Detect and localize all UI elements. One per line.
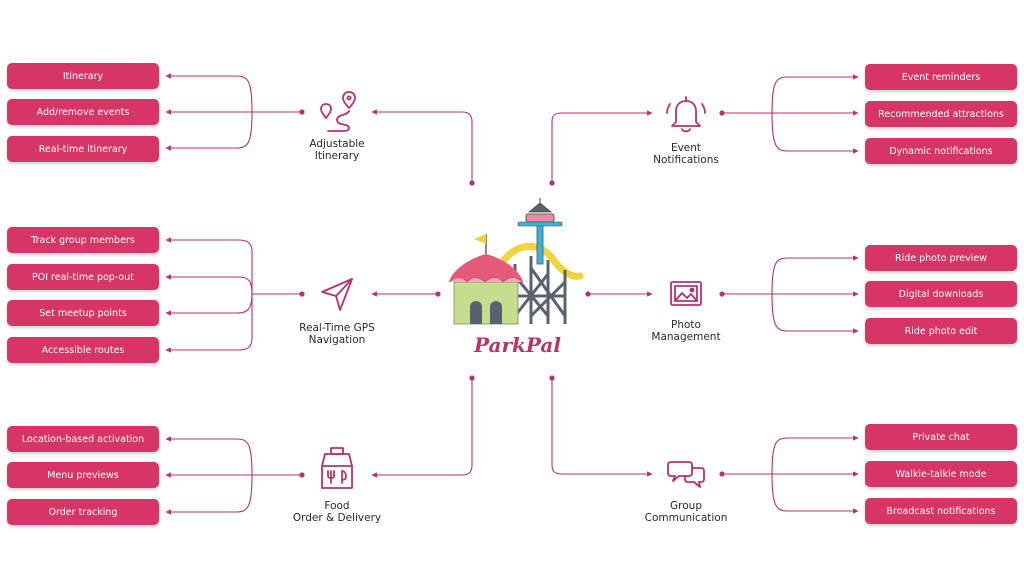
photo-icon [670, 281, 702, 306]
group-item-2[interactable]: Walkie-talkie mode [865, 461, 1017, 487]
itinerary-item-3[interactable]: Real-time itinerary [7, 136, 159, 162]
connector-events-3 [771, 112, 859, 154]
connector-gps-4 [165, 294, 253, 353]
feature-title-itinerary: Adjustable Itinerary [272, 138, 402, 162]
connector-photo-1 [771, 255, 859, 295]
connector-itinerary-1 [165, 73, 253, 113]
hub-dot-center-bl [469, 375, 475, 381]
food-item-1[interactable]: Location-based activation [7, 426, 159, 452]
group-item-1[interactable]: Private chat [865, 424, 1017, 450]
feature-title-food-line1: Food [324, 500, 350, 512]
bell-icon [666, 96, 706, 133]
gps-item-4[interactable]: Accessible routes [7, 337, 159, 363]
feature-title-photo-line1: Photo [671, 319, 701, 331]
hub-dot-itinerary [299, 109, 305, 115]
hub-dot-center-br [549, 375, 555, 381]
feature-title-gps-line2: Navigation [308, 334, 366, 346]
connector-itinerary-3 [165, 111, 253, 151]
feature-title-group-line2: Communication [644, 512, 728, 524]
connector-group-1 [771, 435, 859, 475]
itinerary-item-1[interactable]: Itinerary [7, 63, 159, 89]
hub-dot-food [299, 472, 305, 478]
gps-item-1[interactable]: Track group members [7, 227, 159, 253]
connector-food-3 [165, 474, 253, 515]
hub-dot-photo [719, 291, 725, 297]
chat-bubbles-icon [667, 461, 705, 488]
link-center-to-food [371, 378, 473, 478]
events-item-3[interactable]: Dynamic notifications [865, 138, 1017, 164]
photo-item-1[interactable]: Ride photo preview [865, 245, 1017, 271]
brand-logo-text: ParkPal [474, 333, 561, 357]
feature-title-events-line2: Notifications [653, 154, 719, 166]
connector-gps-2 [165, 274, 253, 295]
connector-lines [165, 73, 859, 515]
feature-title-photo-line2: Management [651, 331, 721, 343]
gps-item-3[interactable]: Set meetup points [7, 300, 159, 326]
hub-dot-events [719, 110, 725, 116]
events-item-1[interactable]: Event reminders [865, 64, 1017, 90]
amusement-park-illustration [448, 198, 584, 325]
photo-item-2[interactable]: Digital downloads [865, 281, 1017, 307]
connector-gps-1 [165, 237, 253, 294]
connector-food-1 [165, 436, 253, 476]
link-center-to-group [551, 378, 653, 477]
feature-title-events-line1: Event [670, 142, 702, 154]
group-item-3[interactable]: Broadcast notifications [865, 498, 1017, 524]
feature-title-itinerary-line2: Itinerary [314, 150, 360, 162]
photo-item-3[interactable]: Ride photo edit [865, 318, 1017, 344]
food-item-3[interactable]: Order tracking [7, 499, 159, 525]
hub-dot-gps [299, 291, 305, 297]
connector-gps-3 [165, 293, 253, 316]
hub-dot-center-tr [549, 180, 555, 186]
feature-title-itinerary-line1: Adjustable [309, 138, 365, 150]
gps-item-2[interactable]: POI real-time pop-out [7, 264, 159, 290]
hub-dot-center-tl [469, 180, 475, 186]
feature-title-gps: Real-Time GPS Navigation [272, 322, 402, 346]
hub-dot-group [719, 471, 725, 477]
itinerary-item-2[interactable]: Add/remove events [7, 99, 159, 125]
navigation-arrow-icon [321, 278, 353, 311]
connector-group-3 [771, 473, 859, 514]
events-item-2[interactable]: Recommended attractions [865, 101, 1017, 127]
link-center-to-events [551, 110, 653, 183]
connector-events-1 [771, 74, 859, 114]
feature-title-food: Food Order & Delivery [272, 500, 402, 524]
hub-dot-center-r [585, 291, 591, 297]
feature-title-group-line1: Group [670, 500, 702, 512]
feature-title-food-line2: Order & Delivery [292, 512, 382, 524]
feature-title-events: Event Notifications [621, 142, 751, 166]
route-icon [320, 91, 356, 132]
hub-dot-center-l [435, 291, 441, 297]
connector-photo-3 [771, 293, 859, 334]
hub-dots [299, 109, 725, 478]
feature-title-group: Group Communication [621, 500, 751, 524]
food-bag-icon [321, 447, 353, 489]
feature-title-photo: Photo Management [621, 319, 751, 343]
food-item-2[interactable]: Menu previews [7, 462, 159, 488]
feature-title-gps-line1: Real-Time GPS [299, 322, 375, 334]
link-center-to-itinerary [371, 109, 473, 183]
